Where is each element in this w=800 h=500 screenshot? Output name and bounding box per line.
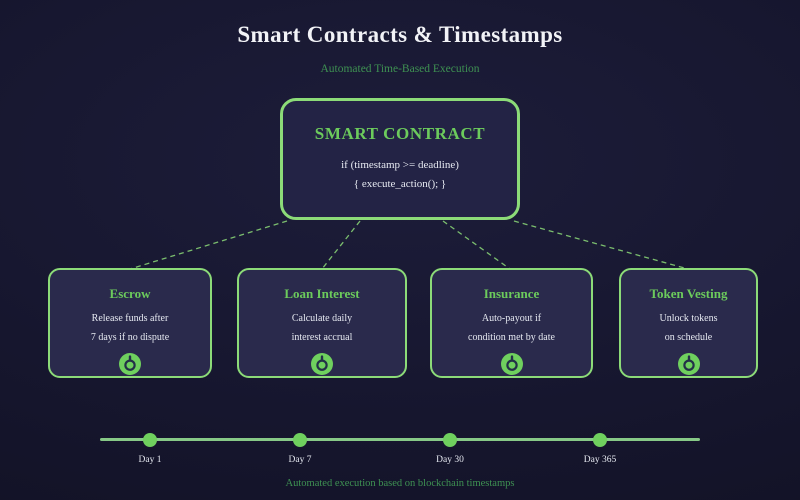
footer-caption: Automated execution based on blockchain …: [285, 478, 515, 489]
use-case-title: Loan Interest: [284, 286, 360, 301]
timeline-label: Day 7: [288, 455, 312, 465]
use-case-title: Insurance: [483, 286, 540, 301]
smart-contract-title: SMART CONTRACT: [314, 124, 486, 143]
use-case-line: on schedule: [664, 332, 713, 343]
use-case-line: 7 days if no dispute: [90, 332, 170, 343]
timeline-dot: [143, 433, 157, 447]
page-subtitle: Automated Time-Based Execution: [320, 63, 480, 75]
use-case-line: Auto-payout if: [481, 313, 542, 324]
use-case-token-vesting: Token Vesting Unlock tokens on schedule: [619, 268, 758, 378]
timer-icon: [311, 353, 333, 375]
contract-code-line-2: { execute_action(); }: [353, 178, 447, 190]
timeline-label: Day 365: [583, 455, 617, 465]
use-case-title: Escrow: [109, 286, 151, 301]
connector-line: [442, 220, 511, 270]
use-case-line: Unlock tokens: [659, 313, 718, 324]
timeline-dot: [293, 433, 307, 447]
timer-icon: [677, 353, 700, 375]
use-case-title: Token Vesting: [649, 286, 728, 301]
use-case-loan-interest: Loan Interest Calculate daily interest a…: [237, 268, 407, 378]
use-case-escrow: Escrow Release funds after 7 days if no …: [48, 268, 212, 378]
timeline-label: Day 1: [138, 455, 162, 465]
timer-icon: [119, 353, 141, 375]
contract-code-line-1: if (timestamp >= deadline): [341, 159, 459, 171]
timeline-dot: [593, 433, 607, 447]
use-case-line: condition met by date: [468, 332, 555, 343]
page-title: Smart Contracts & Timestamps: [237, 22, 563, 47]
use-case-insurance: Insurance Auto-payout if condition met b…: [430, 268, 593, 378]
use-case-line: Calculate daily: [291, 313, 353, 324]
use-case-line: interest accrual: [291, 332, 353, 343]
timer-icon: [500, 353, 523, 375]
use-case-line: Release funds after: [91, 313, 169, 324]
smart-contract-box: SMART CONTRACT if (timestamp >= deadline…: [280, 98, 520, 220]
connector-line: [129, 220, 288, 270]
timeline-line: [100, 438, 700, 441]
timeline-dot: [443, 433, 457, 447]
connector-line: [321, 220, 361, 270]
timeline-label: Day 30: [436, 455, 464, 465]
connector-line: [513, 220, 689, 270]
